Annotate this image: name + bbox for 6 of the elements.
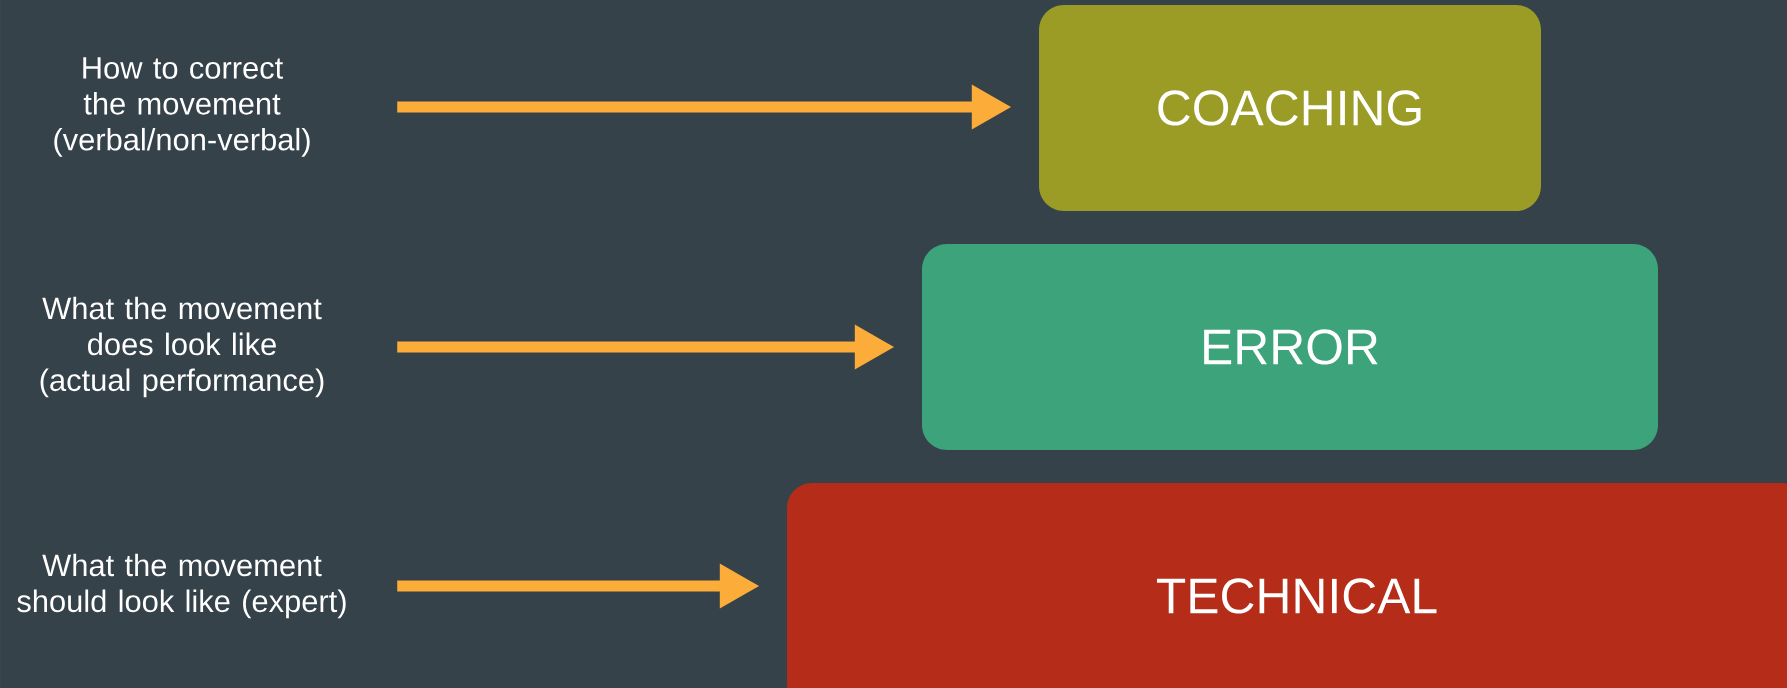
description-text: How to correct the movement (verbal/non-verbal) [54,57,310,157]
label-box: COACHING [1039,5,1541,211]
description-text: What the movement does look like (actual performance) [40,296,324,398]
description-text: What the movement should look like (expert) [17,553,346,619]
label-box: ERROR [922,244,1658,450]
label-box: TECHNICAL [787,483,1787,688]
